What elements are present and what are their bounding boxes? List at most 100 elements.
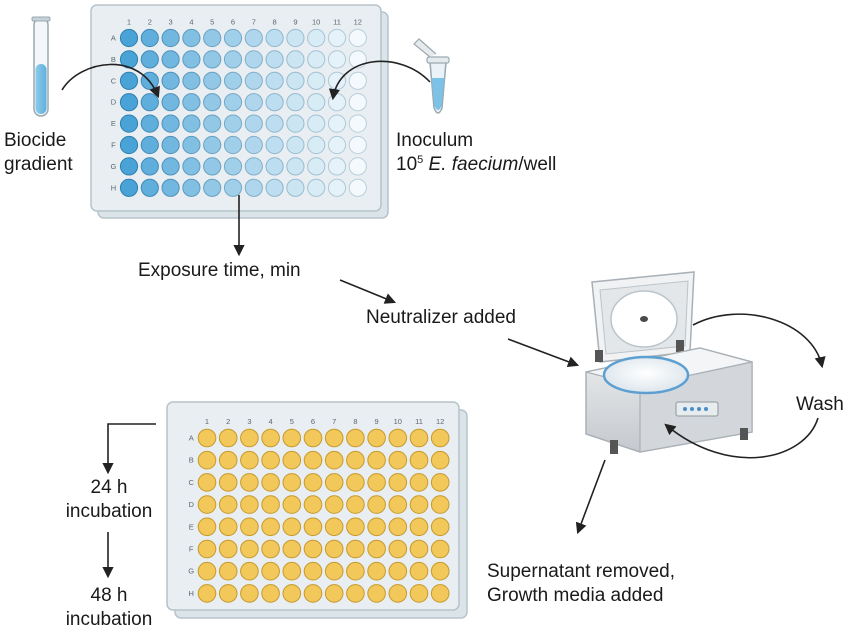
plate-column-label: 1 <box>127 17 131 26</box>
plate-well <box>265 71 284 90</box>
inoculum-label: Inoculum 105 E. faecium/well <box>396 129 556 177</box>
plate-well <box>203 114 222 133</box>
plate-well <box>197 584 217 603</box>
incubation-48h-line1: 48 h <box>90 585 128 606</box>
plate-well <box>286 28 305 48</box>
plate-well <box>240 584 259 603</box>
plate-well <box>409 517 429 537</box>
plate-well <box>303 495 323 514</box>
plate-well <box>388 539 408 559</box>
incubation-48h-line2: incubation <box>65 609 153 630</box>
plate-well <box>346 517 365 537</box>
plate-well <box>303 517 323 537</box>
plate-well <box>203 71 222 90</box>
plate-well <box>182 93 201 112</box>
plate-well <box>261 539 280 559</box>
plate-well <box>265 28 284 48</box>
plate-well <box>119 28 139 48</box>
plate-well <box>324 473 344 492</box>
plate-row-label: C <box>188 478 194 487</box>
plate-row-label: A <box>189 434 194 443</box>
plate-well <box>140 93 159 112</box>
plate-well <box>303 584 323 603</box>
plate-well <box>182 50 201 69</box>
plate-well <box>203 178 222 197</box>
plate-well <box>282 495 302 514</box>
plate-well <box>409 561 429 581</box>
plate-well <box>307 50 326 69</box>
plate-well <box>244 157 263 176</box>
plate-well <box>218 428 238 448</box>
plate-well <box>140 50 159 69</box>
plate-well <box>430 428 450 448</box>
plate-well <box>140 157 159 176</box>
plate-well <box>261 517 280 537</box>
plate-row-label: D <box>111 98 117 107</box>
plate-row-label: A <box>111 34 116 43</box>
plate-well <box>327 178 347 197</box>
wash-loop-arrow <box>692 313 826 369</box>
plate-well <box>286 50 305 69</box>
plate-column-label: 2 <box>226 417 230 426</box>
plate-well <box>265 157 284 176</box>
plate-row-label: H <box>188 589 193 598</box>
plate-well <box>430 517 450 537</box>
supernatant-label-line1: Supernatant removed, <box>487 561 676 582</box>
plate-well <box>119 93 139 112</box>
arrow-centrifuge-to-supernatant <box>575 459 606 535</box>
plate-column-label: 6 <box>311 417 315 426</box>
plate-column-label: 8 <box>353 417 357 426</box>
plate-row-label: B <box>111 55 116 64</box>
plate-column-label: 2 <box>148 17 152 26</box>
plate-well <box>430 539 450 559</box>
inoculum-label-line1: Inoculum <box>396 130 474 151</box>
plate-well <box>282 517 302 537</box>
plate-well <box>348 157 367 176</box>
plate-column-label: 3 <box>247 417 251 426</box>
plate-well <box>303 561 323 581</box>
plate-well <box>240 473 259 492</box>
plate-well <box>218 517 238 537</box>
plate-well <box>346 495 365 514</box>
plate-row-label: G <box>188 567 194 576</box>
incubation-48h-label: 48 h incubation <box>56 584 162 632</box>
plate-well <box>388 450 408 470</box>
plate-well <box>388 561 408 581</box>
plate-well <box>261 561 280 581</box>
plate-well <box>327 50 347 69</box>
plate-row-label: E <box>111 119 116 128</box>
plate-well <box>348 135 367 155</box>
plate-well <box>244 114 263 133</box>
plate-well <box>367 428 386 448</box>
plate-well <box>182 178 201 197</box>
plate-well <box>244 93 263 112</box>
plate-well <box>307 178 326 197</box>
plate-well <box>324 584 344 603</box>
plate-well <box>430 584 450 603</box>
top-plate-wells <box>119 28 367 197</box>
plate-well <box>197 539 217 559</box>
biocide-gradient-label: Biocide gradient <box>4 129 73 177</box>
plate-column-label: 7 <box>332 417 336 426</box>
plate-well <box>367 495 386 514</box>
plate-well <box>182 28 201 48</box>
incubation-24h-line1: 24 h <box>90 477 128 498</box>
plate-row-label: E <box>189 522 194 531</box>
plate-well <box>430 473 450 492</box>
plate-well <box>282 450 302 470</box>
incubation-24h-label: 24 h incubation <box>56 476 162 524</box>
plate-well <box>161 135 180 155</box>
plate-well <box>286 93 305 112</box>
plate-well <box>261 428 280 448</box>
plate-well <box>388 584 408 603</box>
plate-well <box>367 561 386 581</box>
plate-column-label: 9 <box>375 417 379 426</box>
plate-well <box>240 517 259 537</box>
biocide-label-line1: Biocide <box>4 130 67 151</box>
plate-well <box>409 584 429 603</box>
plate-well <box>265 178 284 197</box>
plate-well <box>161 114 180 133</box>
